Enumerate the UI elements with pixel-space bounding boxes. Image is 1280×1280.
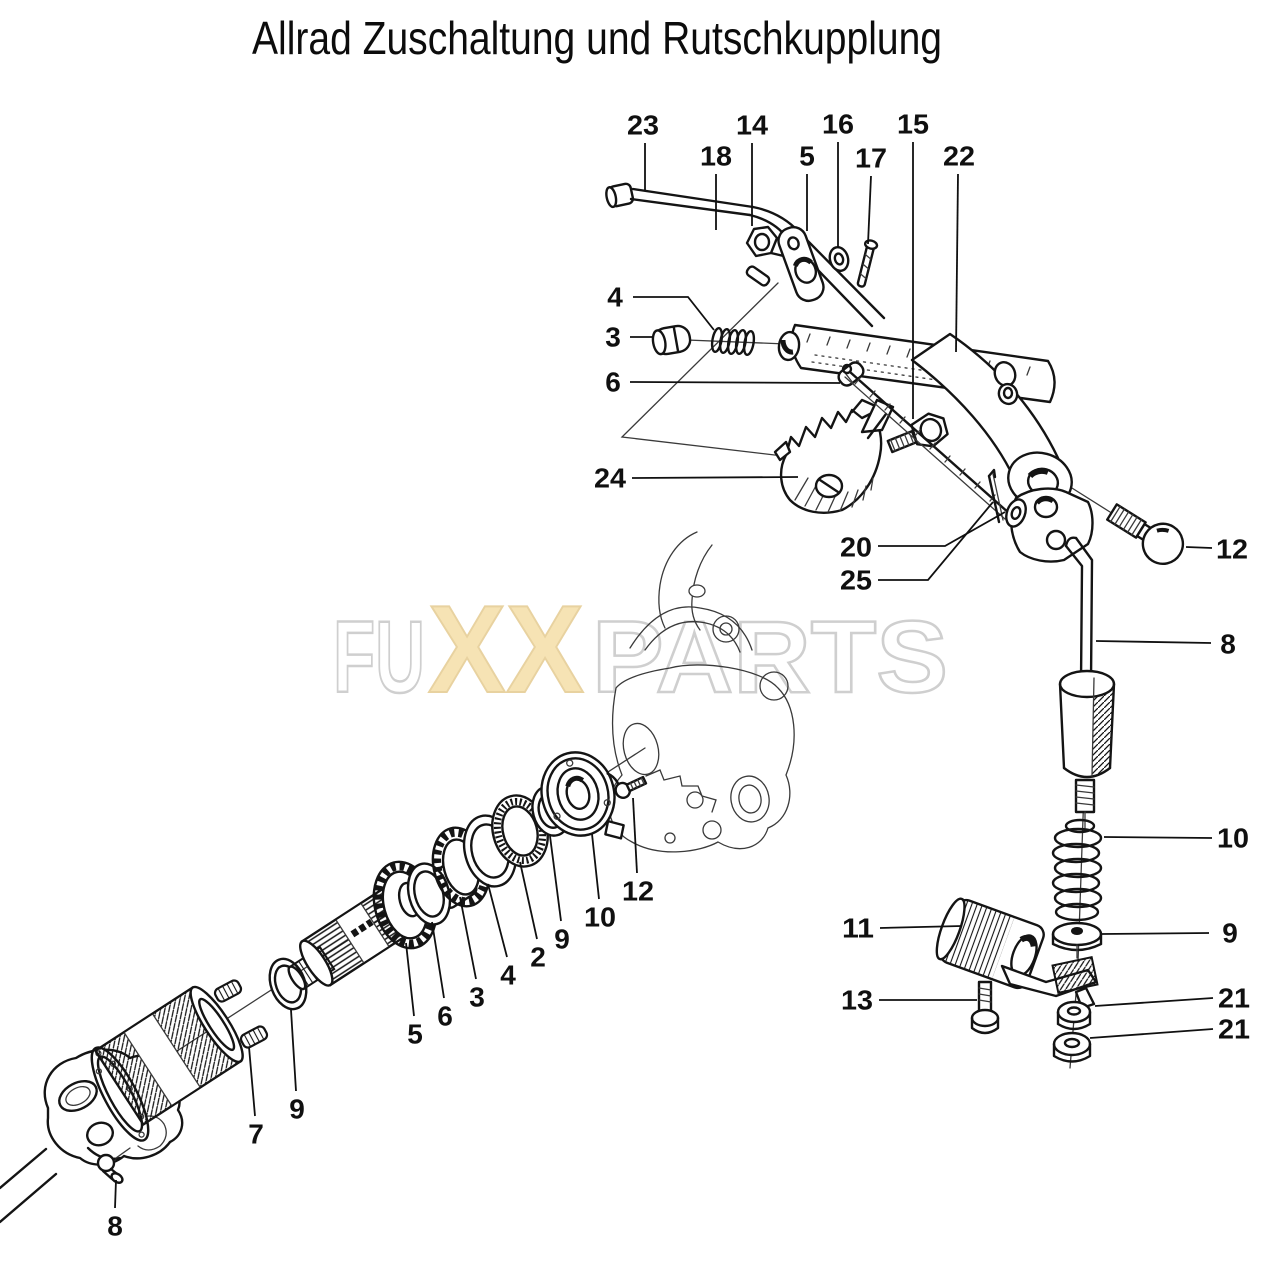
clamp-pin bbox=[745, 265, 771, 287]
spring-cup-9 bbox=[1051, 921, 1103, 959]
part-label-9: 9 bbox=[289, 1094, 305, 1125]
part-label-17: 17 bbox=[855, 143, 887, 174]
part-label-4: 4 bbox=[500, 960, 516, 991]
leader-line-20 bbox=[878, 511, 1006, 547]
rubber-bushings-21 bbox=[1052, 1000, 1092, 1063]
leader-line-22 bbox=[955, 173, 959, 353]
part-label-18: 18 bbox=[700, 141, 732, 172]
leader-line-21 bbox=[1089, 1028, 1214, 1039]
part-label-3: 3 bbox=[605, 322, 621, 353]
part-label-10: 10 bbox=[584, 902, 616, 933]
leader-line-6 bbox=[629, 381, 841, 384]
part-label-13: 13 bbox=[841, 985, 873, 1016]
leader-line-11 bbox=[879, 925, 963, 929]
watermark-middle: XX bbox=[428, 581, 584, 719]
part-label-6: 6 bbox=[437, 1001, 453, 1032]
leader-line-7 bbox=[248, 1046, 256, 1117]
leader-line-9 bbox=[290, 1009, 297, 1092]
roller-11 bbox=[935, 897, 1045, 990]
detent-segment bbox=[773, 398, 883, 514]
leader-line-8 bbox=[114, 1179, 117, 1209]
coupling-sleeve bbox=[93, 985, 244, 1127]
leader-line-9 bbox=[1101, 932, 1210, 935]
part-label-23: 23 bbox=[627, 110, 659, 141]
part-label-16: 16 bbox=[822, 109, 854, 140]
watermark-left: FU bbox=[333, 600, 425, 714]
part-label-8: 8 bbox=[1220, 629, 1236, 660]
leader-line-10 bbox=[591, 833, 600, 900]
clevis bbox=[987, 468, 1094, 563]
part-label-20: 20 bbox=[840, 532, 872, 563]
leader-line-12 bbox=[632, 797, 638, 874]
page-title: Allrad Zuschaltung und Rutschkupplung bbox=[252, 12, 942, 64]
part-label-14: 14 bbox=[736, 110, 768, 141]
part-label-10: 10 bbox=[1217, 823, 1249, 854]
leader-line-12 bbox=[1185, 546, 1213, 549]
part-label-6: 6 bbox=[605, 367, 621, 398]
leader-line-6 bbox=[431, 921, 445, 999]
washer-16 bbox=[828, 245, 850, 273]
selector-rod bbox=[605, 182, 886, 328]
part-label-9: 9 bbox=[554, 924, 570, 955]
part-label-11: 11 bbox=[842, 913, 874, 944]
watermark-right: PARTS bbox=[592, 600, 948, 714]
part-label-21: 21 bbox=[1218, 983, 1250, 1014]
arm-ear-clip bbox=[993, 361, 1019, 406]
part-label-21: 21 bbox=[1218, 1014, 1250, 1045]
leader-line-10 bbox=[1103, 836, 1213, 839]
clevis-bolt-12 bbox=[1106, 503, 1185, 565]
detent-fork-and-bolt bbox=[860, 398, 949, 454]
leader-line-8 bbox=[1095, 640, 1212, 644]
part-label-5: 5 bbox=[407, 1019, 423, 1050]
clevis-pin-25 bbox=[987, 468, 1004, 524]
housing-bolt-head bbox=[688, 584, 706, 598]
leader-line-9 bbox=[549, 835, 562, 922]
selector-arm bbox=[841, 332, 1073, 520]
clevis-washer-20 bbox=[1005, 498, 1027, 528]
detent-construction-line bbox=[620, 282, 801, 459]
part-label-3: 3 bbox=[469, 982, 485, 1013]
part-label-7: 7 bbox=[248, 1119, 264, 1150]
grease-nipple-8 bbox=[96, 1147, 131, 1184]
leader-line-17 bbox=[867, 175, 872, 245]
pressure-spring-10 bbox=[1051, 818, 1103, 922]
damper-knob bbox=[1058, 669, 1116, 829]
part-label-15: 15 bbox=[897, 109, 929, 140]
part-label-12: 12 bbox=[1216, 534, 1248, 565]
part-label-8: 8 bbox=[107, 1211, 123, 1242]
driveshaft-tube bbox=[0, 1147, 58, 1224]
arm-threaded-rod bbox=[841, 363, 1012, 520]
cotter-pin-17 bbox=[856, 239, 879, 288]
part-label-22: 22 bbox=[943, 141, 975, 172]
leader-line-5 bbox=[405, 942, 415, 1017]
leader-line-24 bbox=[631, 476, 799, 479]
leader-line-4 bbox=[633, 296, 715, 331]
flange-bolt-12 bbox=[614, 775, 648, 799]
part-label-12: 12 bbox=[622, 876, 654, 907]
leader-line-2 bbox=[519, 861, 538, 940]
link-rod-8 bbox=[1064, 536, 1094, 684]
leader-line-21 bbox=[1094, 997, 1214, 1007]
leader-line-25 bbox=[878, 501, 994, 581]
part-label-2: 2 bbox=[530, 942, 546, 973]
bracket-bolt-13 bbox=[970, 980, 1000, 1035]
leader-line-3 bbox=[459, 896, 477, 980]
watermark: FU XX PARTS bbox=[332, 580, 950, 720]
leader-line-4 bbox=[487, 883, 508, 958]
part-label-4: 4 bbox=[607, 282, 623, 313]
part-label-24: 24 bbox=[594, 463, 626, 494]
part-label-25: 25 bbox=[840, 565, 872, 596]
part-label-9: 9 bbox=[1222, 918, 1238, 949]
lever-plate bbox=[777, 225, 825, 303]
detent-plug-3 bbox=[651, 324, 692, 356]
flange-hub-10 bbox=[540, 751, 625, 840]
part-label-5: 5 bbox=[799, 141, 815, 172]
detent-spring-4 bbox=[710, 326, 756, 357]
coupling-pins-7 bbox=[213, 979, 269, 1049]
